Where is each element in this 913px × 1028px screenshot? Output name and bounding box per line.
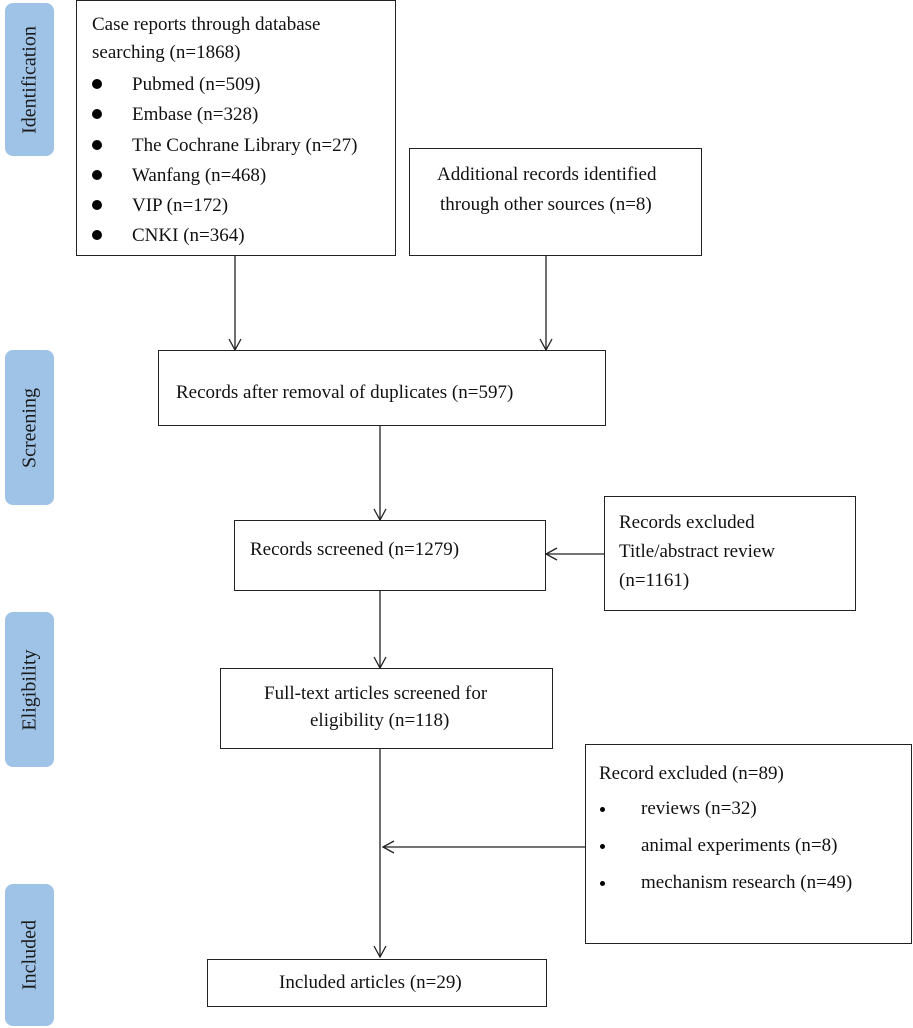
additional-records-line1: Additional records identified [437,164,657,185]
database-search-box: Case reports through database searching … [76,0,396,256]
additional-records-line2: through other sources (n=8) [440,194,652,215]
bullet-icon [600,807,605,812]
records-excluded-abstract-box: Records excluded Title/abstract review (… [604,496,856,611]
additional-records-box: Additional records identified through ot… [409,148,702,256]
records-screened-text: Records screened (n=1279) [250,539,460,560]
duplicates-removed-box: Records after removal of duplicates (n=5… [158,350,606,426]
exclusion-reason-item: reviews (n=32) [641,798,757,819]
phase-included: Included [5,884,54,1026]
source-item: Pubmed (n=509) [132,74,261,95]
phase-eligibility: Eligibility [5,612,54,767]
phase-screening-label: Screening [18,387,40,468]
fulltext-eligibility-box: Full-text articles screened for eligibil… [220,668,553,749]
bullet-icon [92,140,102,150]
phase-identification-label: Identification [18,25,40,134]
database-heading-line2: searching (n=1868) [92,42,241,63]
exclusion-reason-item: mechanism research (n=49) [641,872,853,893]
source-item: Embase (n=328) [132,104,259,125]
excluded-abstract-line2: Title/abstract review [619,541,776,562]
phase-eligibility-label: Eligibility [18,648,40,731]
bullet-icon [600,844,605,849]
bullet-icon [92,79,102,89]
exclusion-reason-item: animal experiments (n=8) [641,835,838,856]
included-articles-box: Included articles (n=29) [207,959,547,1007]
bullet-icon [600,881,605,886]
phase-identification: Identification [5,3,54,156]
fulltext-line2: eligibility (n=118) [310,710,450,731]
bullet-icon [92,109,102,119]
phase-screening: Screening [5,350,54,505]
source-item: Wanfang (n=468) [132,165,267,186]
phase-included-label: Included [18,920,40,990]
excluded-abstract-line1: Records excluded [619,512,755,533]
source-item: CNKI (n=364) [132,225,245,246]
excluded-fulltext-heading: Record excluded (n=89) [599,763,784,784]
bullet-icon [92,170,102,180]
database-heading-line1: Case reports through database [92,14,321,35]
source-item: VIP (n=172) [132,195,229,216]
bullet-icon [92,230,102,240]
source-item: The Cochrane Library (n=27) [132,135,358,156]
records-excluded-fulltext-box: Record excluded (n=89) reviews (n=32) an… [585,744,912,944]
fulltext-line1: Full-text articles screened for [264,683,488,704]
bullet-icon [92,200,102,210]
included-articles-text: Included articles (n=29) [279,972,462,993]
duplicates-removed-text: Records after removal of duplicates (n=5… [176,382,514,403]
records-screened-box: Records screened (n=1279) [234,520,546,591]
excluded-abstract-line3: (n=1161) [619,570,690,591]
